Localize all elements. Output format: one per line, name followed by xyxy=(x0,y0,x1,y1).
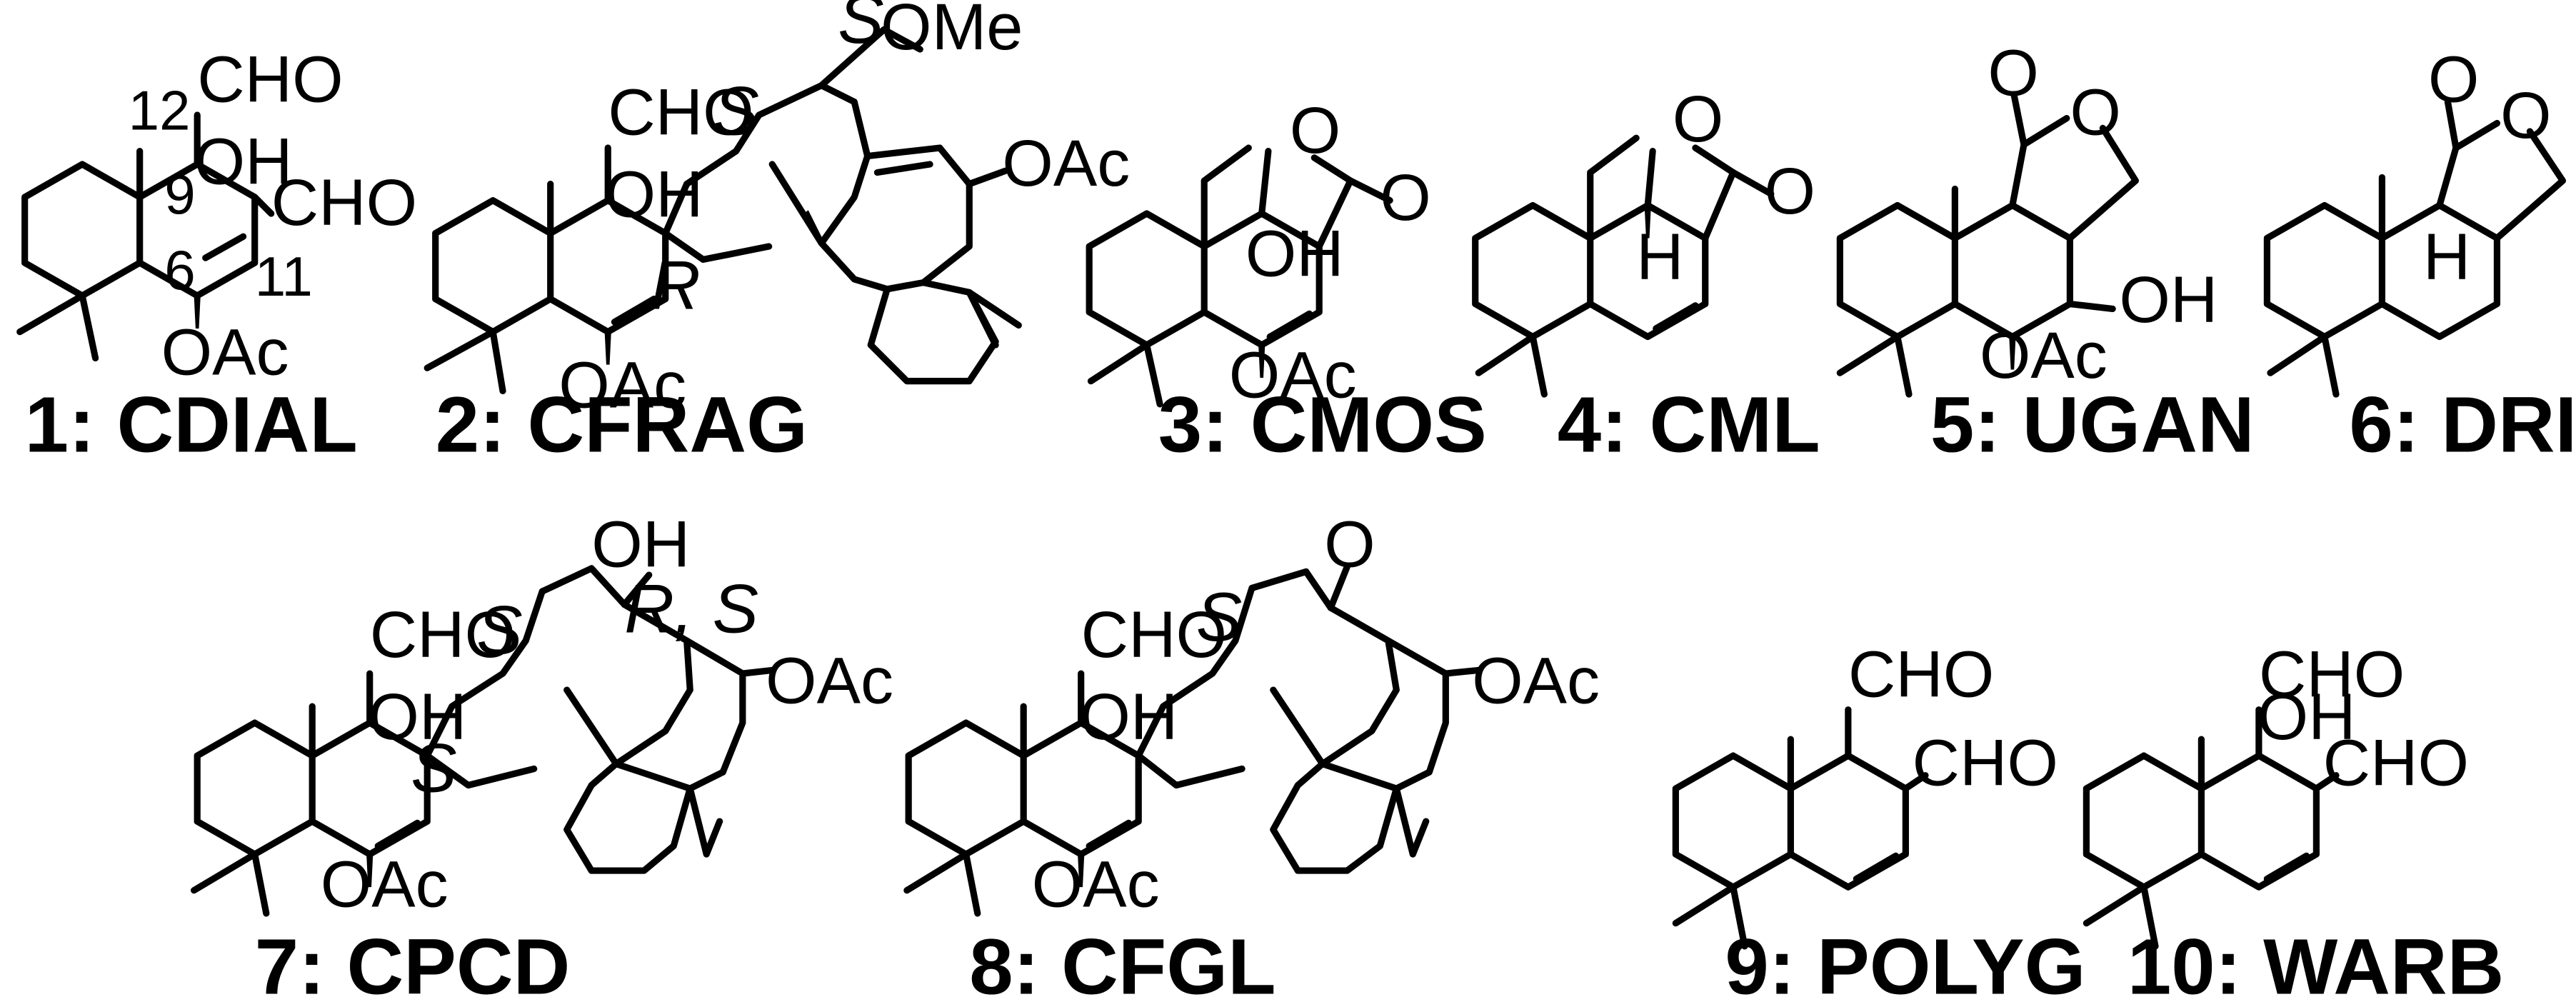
compound-2-oh-label: OH xyxy=(605,159,703,231)
compound-9-cho1-label: CHO xyxy=(1848,638,1994,711)
compound-2-caption: 2: CFRAG xyxy=(436,381,808,469)
compound-4-h-label: H xyxy=(1636,221,1683,294)
compound-8-o-carbonyl-label: O xyxy=(1324,508,1375,581)
compound-2-stereo-r: R xyxy=(651,247,701,324)
compound-10-caption: 10: WARB xyxy=(2128,923,2504,1007)
compound-2-ome-label: OMe xyxy=(881,0,1023,64)
compound-5-oac-label: OAc xyxy=(1980,319,2108,392)
compound-7-skeleton xyxy=(190,565,776,917)
compound-8-caption: 8: CFGL xyxy=(969,923,1276,1007)
compound-9-polyg: CHO CHO 9: POLYG xyxy=(1672,638,2085,1007)
compound-2-cho-label: CHO xyxy=(608,76,753,149)
compound-3-caption: 3: CMOS xyxy=(1158,381,1487,469)
compound-5-ugan: O O OH OAc 5: UGAN xyxy=(1836,36,2255,469)
compound-6-skeleton xyxy=(2263,99,2567,398)
compound-1-cho11-label: CHO xyxy=(271,166,417,239)
compound-5-o-carbonyl-label: O xyxy=(1988,36,2039,109)
compound-3-o-ring-label: O xyxy=(1290,94,1341,167)
compound-8-oh-label: OH xyxy=(1079,681,1178,753)
compound-2-stereo-s-left: S xyxy=(713,74,758,150)
compound-2-oac-right-label: OAc xyxy=(1002,127,1130,200)
compound-5-skeleton xyxy=(1836,91,2139,398)
compound-3-skeleton xyxy=(1086,144,1393,408)
compound-2-skeleton xyxy=(424,26,1022,395)
compound-5-o-ring-label: O xyxy=(2070,76,2121,149)
compound-2-oac-bottom-label: OAc xyxy=(558,349,686,421)
compound-10-oh-label: OH xyxy=(2257,681,2356,753)
compound-7-oh-top-label: OH xyxy=(591,508,690,581)
compound-1-locant-6: 6 xyxy=(164,239,195,301)
compound-10-skeleton xyxy=(2083,706,2340,950)
compound-4-skeleton xyxy=(1472,134,1775,398)
compound-4-o-ring-label: O xyxy=(1673,83,1724,156)
compound-7-stereo-s-left: S xyxy=(476,592,522,668)
compound-8-skeleton xyxy=(903,563,1482,917)
compound-3-cmos: O O OH OAc 3: CMOS xyxy=(1086,94,1487,469)
compound-6-drim: O O H 6: DRIM xyxy=(2263,44,2576,469)
compound-1-cdial: CHO OH CHO OAc 12 9 11 6 1: CDIAL xyxy=(16,44,417,469)
compound-1-skeleton xyxy=(16,111,275,362)
compound-1-locant-9: 9 xyxy=(164,163,195,226)
compound-2-cfrag: CHO OH OMe OAc OAc S S R 2: CFRAG xyxy=(424,0,1130,469)
compound-9-caption: 9: POLYG xyxy=(1725,923,2085,1007)
compound-9-skeleton xyxy=(1672,706,1929,950)
compound-10-cho2-label: CHO xyxy=(2323,726,2469,799)
compound-9-cho2-label: CHO xyxy=(1913,726,2058,799)
compound-8-stereo-s: S xyxy=(1196,579,1242,656)
compound-7-stereo-rs: R, S xyxy=(624,571,758,648)
compound-6-o-carbonyl-label: O xyxy=(2428,44,2480,116)
compound-7-oac-right-label: OAc xyxy=(766,644,893,717)
compound-8-cfgl: CHO OH O OAc OAc S 8: CFGL xyxy=(903,508,1600,1007)
compound-1-locant-12: 12 xyxy=(129,79,191,142)
compound-10-cho1-label: CHO xyxy=(2259,638,2405,711)
compound-7-cho-label: CHO xyxy=(370,598,516,671)
compound-3-oh-label: OH xyxy=(1246,217,1344,290)
compound-6-o-ring-label: O xyxy=(2500,79,2552,152)
compound-1-locant-11: 11 xyxy=(255,245,313,308)
compound-7-cpcd: CHO OH OH OAc OAc S R, S S 7: CPCD xyxy=(190,508,893,1007)
compound-6-caption: 6: DRIM xyxy=(2349,381,2576,469)
compound-5-oh-label: OH xyxy=(2119,264,2217,336)
compound-4-cml: O O H 4: CML xyxy=(1472,83,1820,469)
compound-3-o-carbonyl-label: O xyxy=(1380,161,1431,234)
compound-7-oac-bottom-label: OAc xyxy=(321,848,448,921)
compound-1-oac-label: OAc xyxy=(161,316,289,389)
compound-8-oac-bottom-label: OAc xyxy=(1032,848,1160,921)
compound-1-oh-label: OH xyxy=(194,126,293,199)
compound-2-stereo-s-top: S xyxy=(838,0,883,58)
compound-1-caption: 1: CDIAL xyxy=(25,381,358,469)
compound-7-stereo-s-bottom: S xyxy=(411,731,456,807)
compound-1-cho12-label: CHO xyxy=(197,44,343,116)
compound-8-oac-right-label: OAc xyxy=(1472,644,1600,717)
compound-7-caption: 7: CPCD xyxy=(255,923,571,1007)
compound-6-h-label: H xyxy=(2423,221,2470,294)
compound-4-caption: 4: CML xyxy=(1558,381,1820,469)
compound-7-oh-label: OH xyxy=(368,681,466,753)
compound-10-warb: CHO OH CHO 10: WARB xyxy=(2083,638,2504,1007)
compound-4-o-carbonyl-label: O xyxy=(1765,155,1816,228)
compound-3-oac-label: OAc xyxy=(1229,339,1357,412)
compound-5-caption: 5: UGAN xyxy=(1930,381,2255,469)
compound-8-cho-label: CHO xyxy=(1081,598,1227,671)
